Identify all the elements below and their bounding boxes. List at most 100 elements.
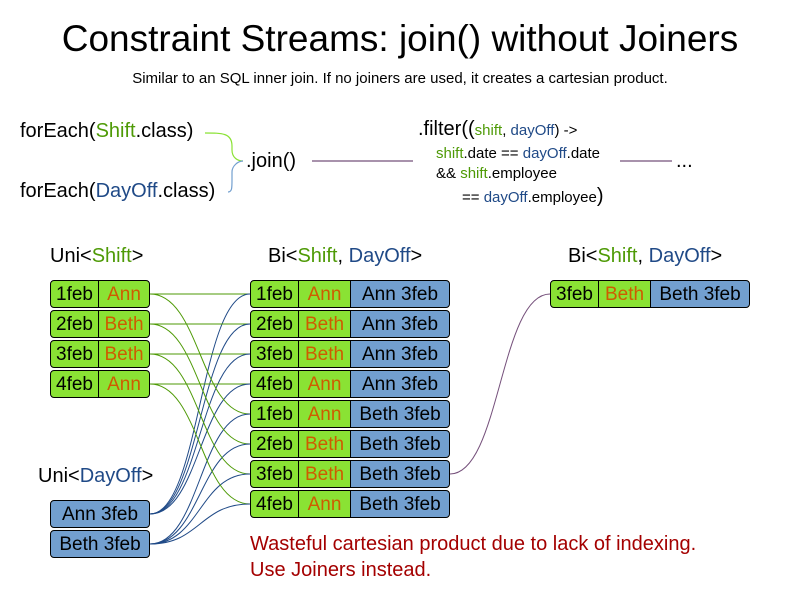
bi-shift-employee-cell: Beth xyxy=(298,340,351,368)
bi-filter-header: Bi<Shift, DayOff> xyxy=(568,245,722,268)
code-text: .class) xyxy=(157,180,216,202)
shift-employee-cell: Ann xyxy=(98,280,150,308)
shift-type-text: Shift xyxy=(597,245,638,267)
shift-join-curve xyxy=(149,353,251,475)
note-line-1: Wasteful cartesian product due to lack o… xyxy=(250,533,697,555)
bi-dayoff-cell: Beth 3feb xyxy=(350,490,450,518)
bi-shift-date-cell: 2feb xyxy=(250,310,299,338)
bi-shift-employee-cell: Ann xyxy=(298,370,351,398)
code-text: == xyxy=(462,189,484,206)
header-text: , xyxy=(337,245,349,267)
bi-shift-date-cell: 4feb xyxy=(250,490,299,518)
header-text: , xyxy=(637,245,649,267)
bi-shift-date-cell: 3feb xyxy=(250,340,299,368)
shift-join-curve xyxy=(149,293,251,415)
header-text: > xyxy=(141,465,154,487)
dayoff-join-curve xyxy=(149,383,251,515)
bi-shift-date-cell: 1feb xyxy=(250,400,299,428)
wasteful-note: Wasteful cartesian product due to lack o… xyxy=(250,531,696,583)
shift-type-text: Shift xyxy=(91,245,132,267)
header-text: Uni< xyxy=(50,245,92,267)
dayoff-var-text: dayOff xyxy=(483,189,528,206)
code-text: .filter( xyxy=(418,118,468,140)
note-line-2: Use Joiners instead. xyxy=(250,559,432,581)
code-text: .date == xyxy=(463,145,523,162)
uni-shift-header: Uni<Shift> xyxy=(50,245,143,268)
shift-var-text: shift xyxy=(436,145,464,162)
code-text: forEach( xyxy=(20,120,96,142)
filter-line-1: .filter((shift, dayOff) -> xyxy=(418,118,577,141)
code-text: forEach( xyxy=(20,180,96,202)
shift-employee-cell: Beth xyxy=(98,310,150,338)
bi-shift-employee-cell: Beth xyxy=(298,310,351,338)
dayoff-join-curve xyxy=(149,473,251,545)
shift-date-cell: 2feb xyxy=(50,310,99,338)
page-title: Constraint Streams: join() without Joine… xyxy=(61,18,739,59)
bi-shift-employee-cell: Ann xyxy=(298,400,351,428)
bi-dayoff-cell: Ann 3feb xyxy=(350,310,450,338)
dayoff-var-text: dayOff xyxy=(522,145,567,162)
result-shift-date-cell: 3feb xyxy=(550,280,599,308)
dayoff-join-curve xyxy=(149,503,251,545)
code-text: .class) xyxy=(135,120,194,142)
bi-dayoff-cell: Beth 3feb xyxy=(350,400,450,428)
bi-dayoff-cell: Beth 3feb xyxy=(350,460,450,488)
shift-date-cell: 3feb xyxy=(50,340,99,368)
shift-class-text: Shift xyxy=(95,120,136,142)
header-text: > xyxy=(710,245,723,267)
bi-dayoff-cell: Ann 3feb xyxy=(350,340,450,368)
header-text: Uni< xyxy=(38,465,80,487)
dayoff-join-curve xyxy=(149,293,251,515)
bi-shift-employee-cell: Beth xyxy=(298,460,351,488)
code-text: ) xyxy=(596,185,604,207)
dayoff-var-text: dayOff xyxy=(510,122,555,139)
code-text: ) -> xyxy=(554,122,578,139)
shift-employee-cell: Beth xyxy=(98,340,150,368)
shift-type-text: Shift xyxy=(297,245,338,267)
shift-date-cell: 4feb xyxy=(50,370,99,398)
foreach-dayoff-code: forEach(DayOff.class) xyxy=(20,180,215,203)
uni-dayoff-header: Uni<DayOff> xyxy=(38,465,153,488)
shift-join-curve xyxy=(149,323,251,445)
shift-date-cell: 1feb xyxy=(50,280,99,308)
shift-join-curve xyxy=(149,383,251,505)
bi-dayoff-cell: Ann 3feb xyxy=(350,370,450,398)
dayoff-type-text: DayOff xyxy=(348,245,411,267)
result-shift-employee-cell: Beth xyxy=(598,280,651,308)
bi-shift-date-cell: 4feb xyxy=(250,370,299,398)
code-text: , xyxy=(502,122,511,139)
bi-shift-date-cell: 1feb xyxy=(250,280,299,308)
code-text: && xyxy=(436,165,461,182)
filter-line-2: shift.date == dayOff.date xyxy=(436,145,600,162)
header-text: > xyxy=(410,245,423,267)
ellipsis: ... xyxy=(676,150,693,172)
dayoff-cell: Beth 3feb xyxy=(50,530,150,558)
bi-join-header: Bi<Shift, DayOff> xyxy=(268,245,422,268)
header-text: Bi< xyxy=(568,245,598,267)
dayoff-join-curve xyxy=(149,353,251,515)
code-text: .employee xyxy=(487,165,557,182)
dayoff-type-text: DayOff xyxy=(79,465,142,487)
shift-employee-cell: Ann xyxy=(98,370,150,398)
bi-dayoff-cell: Beth 3feb xyxy=(350,430,450,458)
shift-var-text: shift xyxy=(474,122,503,139)
code-text: .employee xyxy=(527,189,597,206)
code-connectors xyxy=(204,132,672,193)
bi-shift-employee-cell: Ann xyxy=(298,490,351,518)
dayoff-class-text: DayOff xyxy=(95,180,158,202)
dayoff-cell: Ann 3feb xyxy=(50,500,150,528)
bi-shift-date-cell: 2feb xyxy=(250,430,299,458)
header-text: Bi< xyxy=(268,245,298,267)
bi-shift-employee-cell: Beth xyxy=(298,430,351,458)
foreach-shift-brace xyxy=(204,132,244,162)
dayoff-join-curve xyxy=(149,323,251,515)
filter-result-curve xyxy=(449,293,551,475)
result-dayoff-cell: Beth 3feb xyxy=(650,280,750,308)
code-text: ( xyxy=(468,118,475,140)
dayoff-type-text: DayOff xyxy=(648,245,711,267)
filter-line-4: == dayOff.employee) xyxy=(462,185,604,208)
foreach-shift-code: forEach(Shift.class) xyxy=(20,120,193,143)
shift-var-text: shift xyxy=(460,165,488,182)
page-subtitle: Similar to an SQL inner join. If no join… xyxy=(132,70,668,87)
